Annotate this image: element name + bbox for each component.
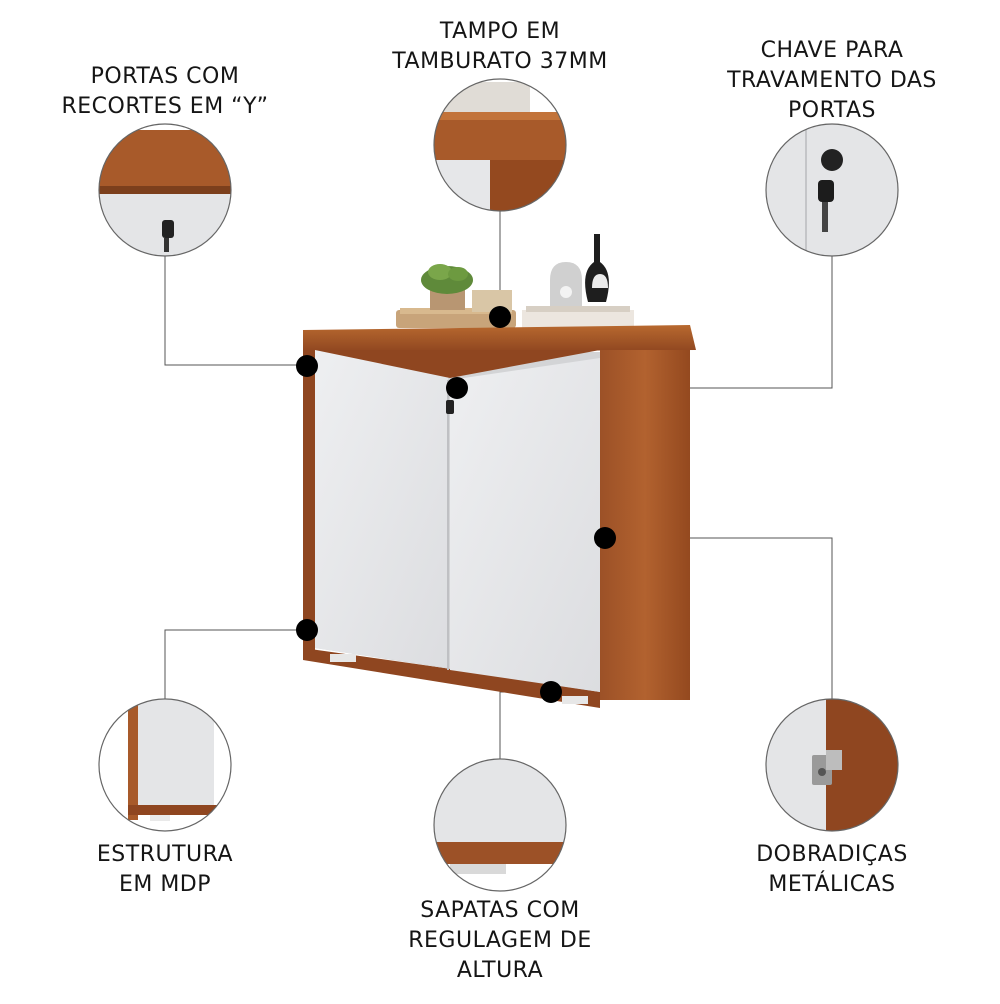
label-doors: PORTAS COM RECORTES EM “Y” [61,64,269,119]
label-lock: CHAVE PARA TRAVAMENTO DAS PORTAS [727,38,937,123]
feature-markers [296,306,616,703]
label-hinges: DOBRADIÇAS METÁLICAS [756,842,908,897]
detail-hinges [765,698,899,832]
connector-structure [164,629,307,699]
marker-feet [540,681,562,703]
label-feet: SAPATAS COM REGULAGEM DE ALTURA [408,898,592,983]
label-structure: ESTRUTURA EM MDP [96,842,234,897]
marker-lock [446,377,468,399]
detail-lock [765,123,899,257]
cabinet [303,325,696,708]
detail-top [433,78,567,212]
marker-top [489,306,511,328]
connector-feet [499,691,550,759]
connector-doors [164,256,305,366]
detail-feet [433,758,567,892]
detail-structure [98,698,232,832]
marker-doors [296,355,318,377]
marker-hinges [594,527,616,549]
label-top: TAMPO EM TAMBURATO 37MM [392,19,608,74]
top-decor [396,234,634,328]
detail-doors [98,123,232,257]
marker-structure [296,619,318,641]
